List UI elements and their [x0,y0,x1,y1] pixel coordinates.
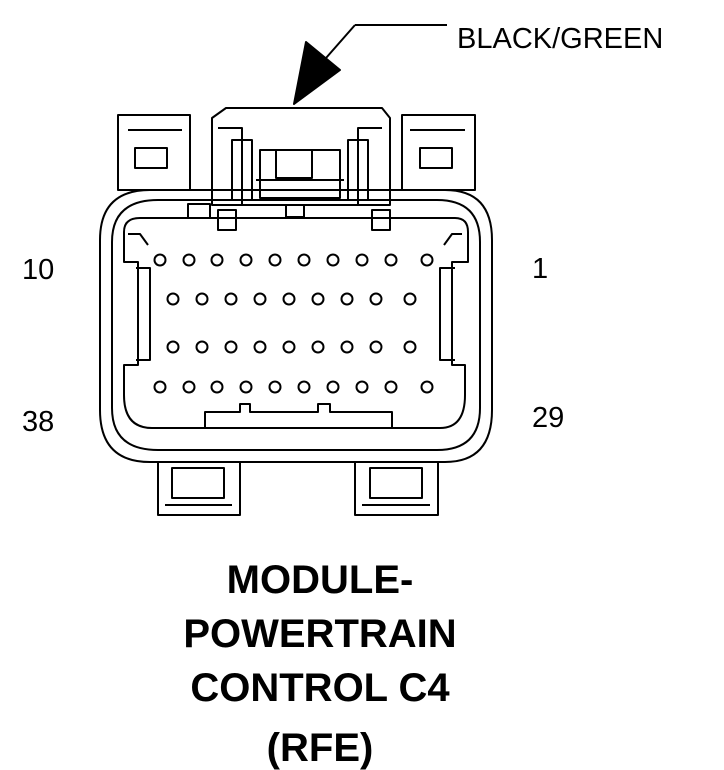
pin-array [153,253,434,394]
pin-label-38: 38 [22,406,55,438]
outer-housing [99,189,493,463]
pin-cavity [195,292,209,306]
pin-cavity [420,380,434,394]
pin-cavity [210,380,224,394]
pin-cavity [166,340,180,354]
pin-cavity [403,340,417,354]
pin-cavity [268,253,282,267]
pin-cavity [297,253,311,267]
pin-cavity [166,292,180,306]
pin-label-1: 1 [532,253,549,285]
pin-cavity [384,380,398,394]
pin-cavity [355,253,369,267]
pin-cavity [326,380,340,394]
pin-cavity [253,292,267,306]
pin-cavity [384,253,398,267]
pin-cavity [420,253,434,267]
wire-color-callout: BLACK/GREEN [457,23,664,55]
pin-label-29: 29 [532,402,565,434]
pin-cavity [239,380,253,394]
pin-cavity [195,340,209,354]
pin-cavity [224,340,238,354]
pin-cavity [403,292,417,306]
pin-cavity [340,340,354,354]
pin-cavity [239,253,253,267]
title-line-3: CONTROL C4 [190,666,450,710]
pin-cavity [182,253,196,267]
lower-right-ear [354,462,439,516]
inner-housing-1 [111,199,481,451]
callout-arrow [293,24,447,105]
pin-cavity [210,253,224,267]
pin-cavity [224,292,238,306]
pin-cavity [355,380,369,394]
pin-cavity [153,380,167,394]
pin-cavity [326,253,340,267]
pin-cavity [297,380,311,394]
pin-cavity [369,292,383,306]
title-line-2: POWERTRAIN [183,612,457,656]
pin-cavity [182,380,196,394]
pin-label-10: 10 [22,254,55,286]
pin-cavity [340,292,354,306]
upper-right-ear [401,114,476,191]
pin-cavity [311,340,325,354]
pin-cavity [311,292,325,306]
title-line-1: MODULE- [226,558,414,602]
pin-face [123,217,469,429]
pin-cavity [282,292,296,306]
pin-cavity [268,380,282,394]
pin-cavity [369,340,383,354]
lower-left-ear [157,462,241,516]
pin-cavity [253,340,267,354]
pin-cavity [153,253,167,267]
pin-cavity [282,340,296,354]
title-line-4: (RFE) [266,726,374,770]
upper-left-ear [117,114,191,191]
